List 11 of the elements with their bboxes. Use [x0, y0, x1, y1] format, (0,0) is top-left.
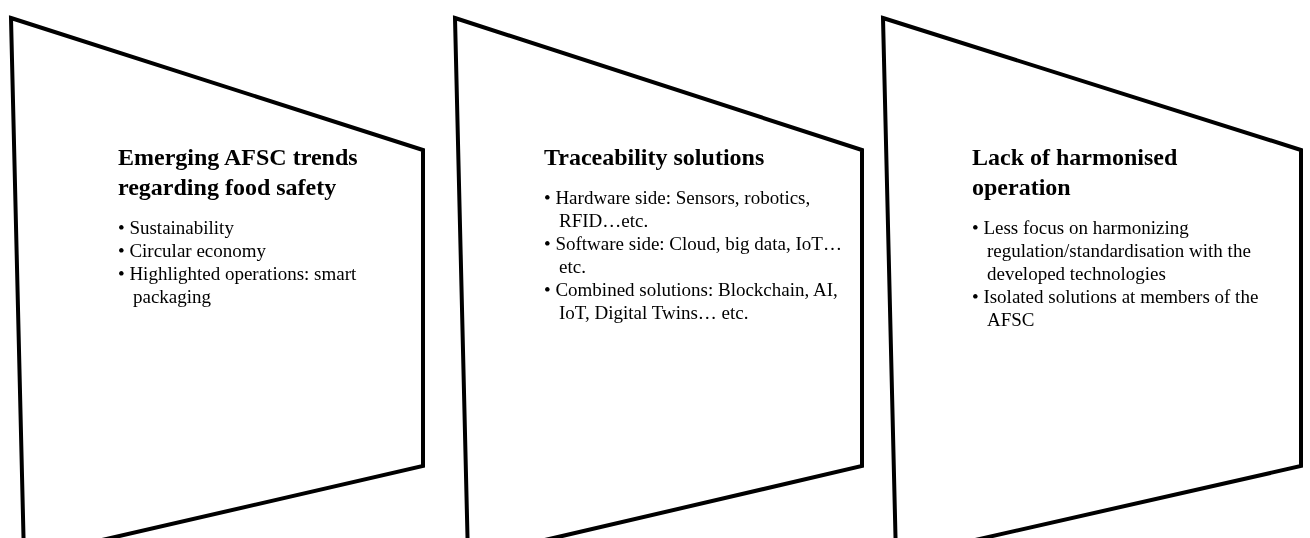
- heading: Traceability solutions: [544, 143, 766, 172]
- bullet-item: • Combined solutions: Blockchain, AI, IoT, Digital Twins… etc.: [544, 278, 839, 324]
- bullet-item: • Isolated solutions at members of the AFSC: [972, 285, 1260, 331]
- bullet-item: • Less focus on harmonizing regulation/standardisation with the developed technologies: [972, 216, 1252, 285]
- heading: Lack of harmonised operation: [972, 143, 1179, 202]
- bullet-item: • Highlighted operations: smart packaging: [118, 262, 358, 308]
- bullet-item: • Sustainability: [118, 216, 235, 239]
- bullet-item: • Circular economy: [118, 239, 268, 262]
- bullet-item: • Hardware side: Sensors, robotics, RFID…etc.: [544, 186, 812, 232]
- bullet-item: • Software side: Cloud, big data, IoT… etc.: [544, 232, 843, 278]
- heading: Emerging AFSC trends regarding food safety: [118, 143, 359, 202]
